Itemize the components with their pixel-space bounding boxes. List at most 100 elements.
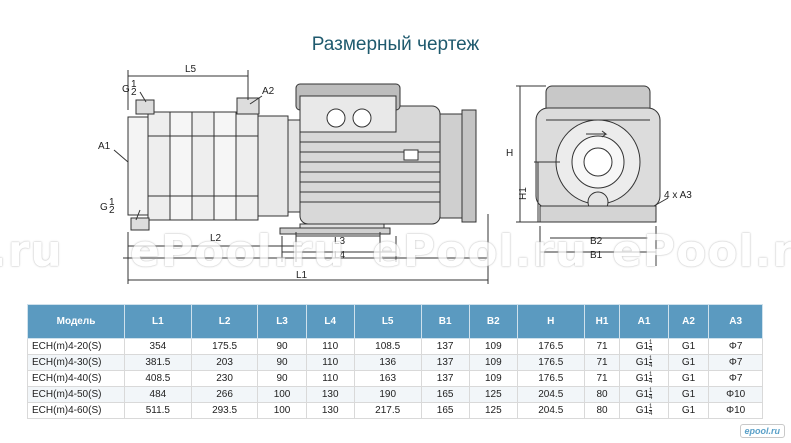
- dim-label-h1: H1: [518, 187, 529, 200]
- dim-label-l5: L5: [185, 64, 197, 75]
- dim-label-g-bot: G: [100, 202, 108, 213]
- table-cell-b2: 109: [468, 370, 518, 387]
- dim-label-g-top: G: [122, 84, 130, 95]
- table-cell-h1: 71: [583, 338, 621, 355]
- table-cell-b1: 137: [420, 354, 470, 371]
- watermark: ePool.ru: [612, 226, 791, 277]
- table-cell-a3: Φ7: [708, 354, 763, 371]
- end-view: [535, 85, 661, 223]
- dim-label-l2: L2: [210, 233, 222, 244]
- table-header-cell: H: [516, 304, 585, 339]
- table-cell-h: 176.5: [516, 354, 585, 371]
- table-cell-l2: 175.5: [190, 338, 259, 355]
- table-header-row: Модель L1 L2 L3 L4 L5 B1 B2 H H1 A1 A2 A…: [27, 304, 763, 339]
- table-cell-h: 204.5: [516, 402, 585, 419]
- table-cell-h1: 71: [583, 354, 621, 371]
- table-cell-l4: 130: [305, 402, 355, 419]
- table-cell-a2: G1: [667, 386, 710, 403]
- table-cell-l3: 100: [257, 386, 307, 403]
- table-cell-h: 204.5: [516, 386, 585, 403]
- table-cell-l1: 381.5: [124, 354, 192, 371]
- table-cell-l2: 230: [190, 370, 259, 387]
- table-cell-l3: 90: [257, 370, 307, 387]
- watermark: ePool.ru: [130, 226, 346, 277]
- table-cell-l5: 217.5: [353, 402, 422, 419]
- table-cell-b2: 109: [468, 354, 518, 371]
- table-cell-l2: 266: [190, 386, 259, 403]
- table-cell-l4: 110: [305, 338, 355, 355]
- table-header-cell: B1: [420, 304, 470, 339]
- table-cell-l1: 484: [124, 386, 192, 403]
- table-cell-l5: 163: [353, 370, 422, 387]
- table-cell-b2: 125: [468, 402, 518, 419]
- table-cell-l1: 408.5: [124, 370, 192, 387]
- dim-label-a2: A2: [262, 86, 275, 97]
- table-cell-l1: 354: [124, 338, 192, 355]
- table-cell-a3: Φ10: [708, 386, 763, 403]
- table-cell-a2: G1: [667, 370, 710, 387]
- table-header-cell: A3: [708, 304, 763, 339]
- table-header-cell: L4: [305, 304, 355, 339]
- dim-label-a1: A1: [98, 141, 111, 152]
- table-cell-a3: Φ7: [708, 338, 763, 355]
- table-cell-h: 176.5: [516, 370, 585, 387]
- dim-label-l1: L1: [296, 270, 308, 281]
- dim-label-g-bot-den: 2: [109, 205, 115, 216]
- table-cell-b1: 165: [420, 402, 470, 419]
- motor: [279, 83, 477, 235]
- dim-label-b1: B1: [590, 250, 603, 261]
- dim-label-h: H: [506, 148, 513, 159]
- table-header-cell: L1: [124, 304, 192, 339]
- dim-label-g-top-num: 1: [131, 79, 137, 90]
- table-cell-l4: 110: [305, 354, 355, 371]
- table-cell-a2: G1: [667, 338, 710, 355]
- table-cell-l3: 100: [257, 402, 307, 419]
- table-cell-l5: 190: [353, 386, 422, 403]
- table-cell-a3: Φ7: [708, 370, 763, 387]
- table-cell-a2: G1: [667, 354, 710, 371]
- table-header-cell: L2: [190, 304, 259, 339]
- table-header-cell: L5: [353, 304, 422, 339]
- table-header-cell: A2: [667, 304, 710, 339]
- table-cell-model: ECH(m)4-60(S): [27, 402, 125, 419]
- epool-logo: epool.ru: [739, 424, 785, 438]
- table-cell-model: ECH(m)4-20(S): [27, 338, 125, 355]
- table-cell-b1: 165: [420, 386, 470, 403]
- table-cell-h1: 80: [583, 386, 621, 403]
- page-title: Размерный чертеж: [311, 34, 480, 55]
- dim-label-l3: L3: [334, 236, 346, 247]
- table-cell-model: ECH(m)4-30(S): [27, 354, 125, 371]
- pump-stages: [127, 97, 289, 231]
- watermark: ePool.ru: [372, 226, 588, 277]
- table-cell-model: ECH(m)4-40(S): [27, 370, 125, 387]
- table-cell-l4: 130: [305, 386, 355, 403]
- dim-label-b2: B2: [590, 236, 603, 247]
- table-header-cell: L3: [257, 304, 307, 339]
- table-cell-b2: 109: [468, 338, 518, 355]
- table-cell-b2: 125: [468, 386, 518, 403]
- table-cell-h1: 71: [583, 370, 621, 387]
- dim-label-g-bot-num: 1: [109, 197, 115, 208]
- table-cell-a2: G1: [667, 402, 710, 419]
- table-cell-l2: 203: [190, 354, 259, 371]
- table-cell-l2: 293.5: [190, 402, 259, 419]
- dimensions-table: Модель L1 L2 L3 L4 L5 B1 B2 H H1 A1 A2 A…: [27, 304, 763, 419]
- table-header-cell: H1: [583, 304, 621, 339]
- table-cell-l3: 90: [257, 354, 307, 371]
- table-header-cell: Модель: [27, 304, 125, 339]
- table-cell-h: 176.5: [516, 338, 585, 355]
- table-header-cell: A1: [619, 304, 669, 339]
- dim-label-a3: 4 x A3: [664, 190, 692, 201]
- table-cell-l4: 110: [305, 370, 355, 387]
- table-cell-model: ECH(m)4-50(S): [27, 386, 125, 403]
